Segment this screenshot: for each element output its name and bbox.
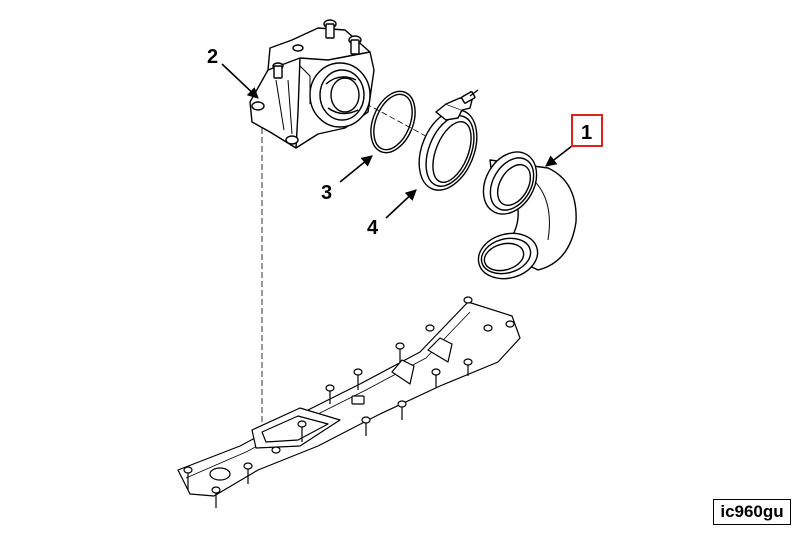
leader-arrow-3 [339,155,373,183]
callout-1-highlight-box [571,114,603,147]
part-3-o-ring [370,90,416,154]
lower-manifold [177,296,521,508]
leader-arrow-4 [385,189,417,219]
leader-arrow-1 [545,145,573,167]
callout-3: 3 [321,182,332,204]
leader-arrow-2 [221,63,259,99]
leader-arrows [221,63,573,219]
part-2-housing [249,19,375,149]
callout-2: 2 [207,46,218,68]
part-4-clamp [418,89,479,191]
callout-4: 4 [367,217,379,239]
part-1-elbow [477,151,577,280]
figure-code-label: ic960gu [713,499,791,525]
callout-1: 1 [581,122,592,144]
